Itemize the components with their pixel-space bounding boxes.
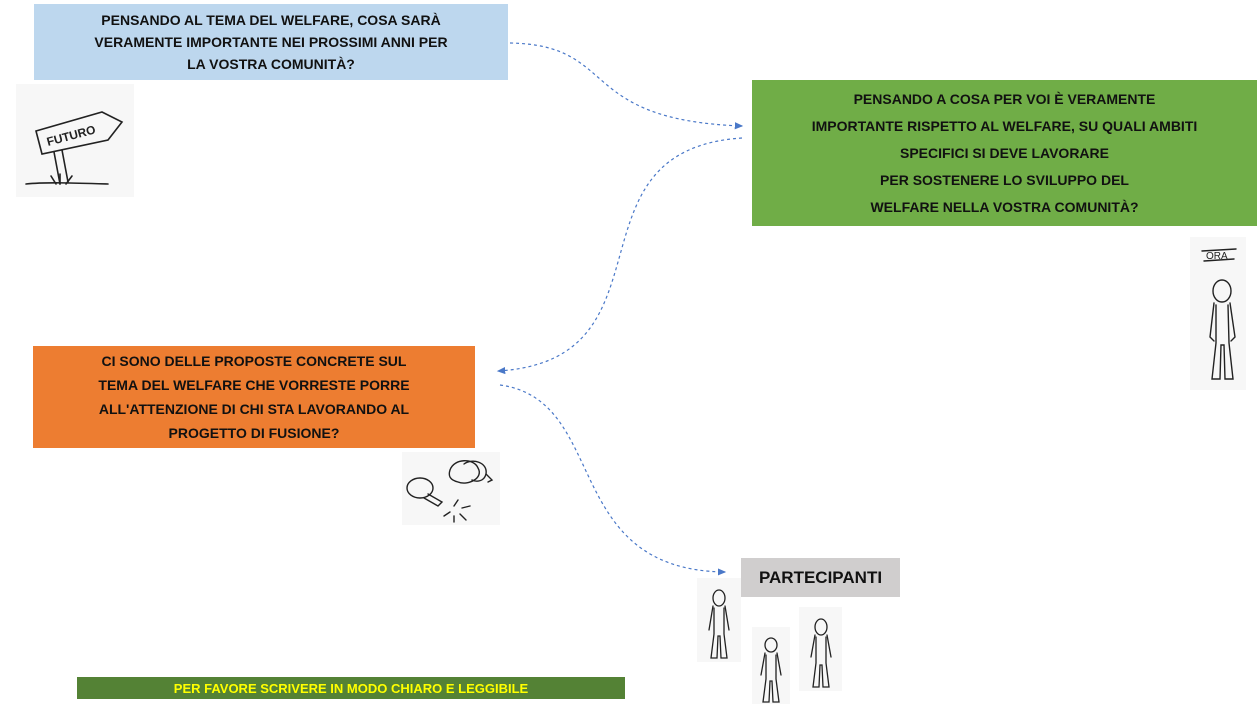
participants-label: PARTECIPANTI xyxy=(741,558,900,597)
signpost-future-icon: FUTURO xyxy=(16,84,134,197)
question-areas-line: PER SOSTENERE LO SVILUPPO DEL xyxy=(880,171,1129,188)
footer-note-text: PER FAVORE SCRIVERE IN MODO CHIARO E LEG… xyxy=(173,680,529,696)
now-sign-text: ORA xyxy=(1206,251,1228,262)
question-proposals-line: PROGETTO DI FUSIONE? xyxy=(168,425,340,441)
connector-proposals-to-participants xyxy=(499,384,727,576)
footer-note: PER FAVORE SCRIVERE IN MODO CHIARO E LEG… xyxy=(77,677,625,699)
person-now-icon: ORA xyxy=(1190,237,1246,390)
question-proposals-line: CI SONO DELLE PROPOSTE CONCRETE SUL xyxy=(101,353,407,369)
question-proposals-box: CI SONO DELLE PROPOSTE CONCRETE SUL TEMA… xyxy=(33,346,475,448)
connector-areas-to-proposals xyxy=(496,137,743,375)
connector-future-to-areas xyxy=(509,42,744,130)
question-areas-line: IMPORTANTE RISPETTO AL WELFARE, SU QUALI… xyxy=(811,117,1198,134)
question-future-line: VERAMENTE IMPORTANTE NEI PROSSIMI ANNI P… xyxy=(94,34,448,50)
person-icon xyxy=(799,607,842,691)
question-areas-line: SPECIFICI SI DEVE LAVORARE xyxy=(900,144,1109,161)
question-future-box: PENSANDO AL TEMA DEL WELFARE, COSA SARÀ … xyxy=(34,4,508,80)
participants-label-text: PARTECIPANTI xyxy=(758,567,883,587)
question-future-line: PENSANDO AL TEMA DEL WELFARE, COSA SARÀ xyxy=(101,12,441,28)
question-areas-box: PENSANDO A COSA PER VOI È VERAMENTE IMPO… xyxy=(752,80,1257,226)
ideas-lightbulb-icon xyxy=(402,452,500,525)
question-areas-line: WELFARE NELLA VOSTRA COMUNITÀ? xyxy=(870,198,1139,215)
person-icon xyxy=(752,627,790,704)
question-future-line: LA VOSTRA COMUNITÀ? xyxy=(187,56,355,72)
question-areas-line: PENSANDO A COSA PER VOI È VERAMENTE xyxy=(853,90,1156,107)
question-proposals-line: TEMA DEL WELFARE CHE VORRESTE PORRE xyxy=(98,377,410,393)
person-icon xyxy=(697,578,741,662)
question-proposals-line: ALL'ATTENZIONE DI CHI STA LAVORANDO AL xyxy=(98,401,410,417)
